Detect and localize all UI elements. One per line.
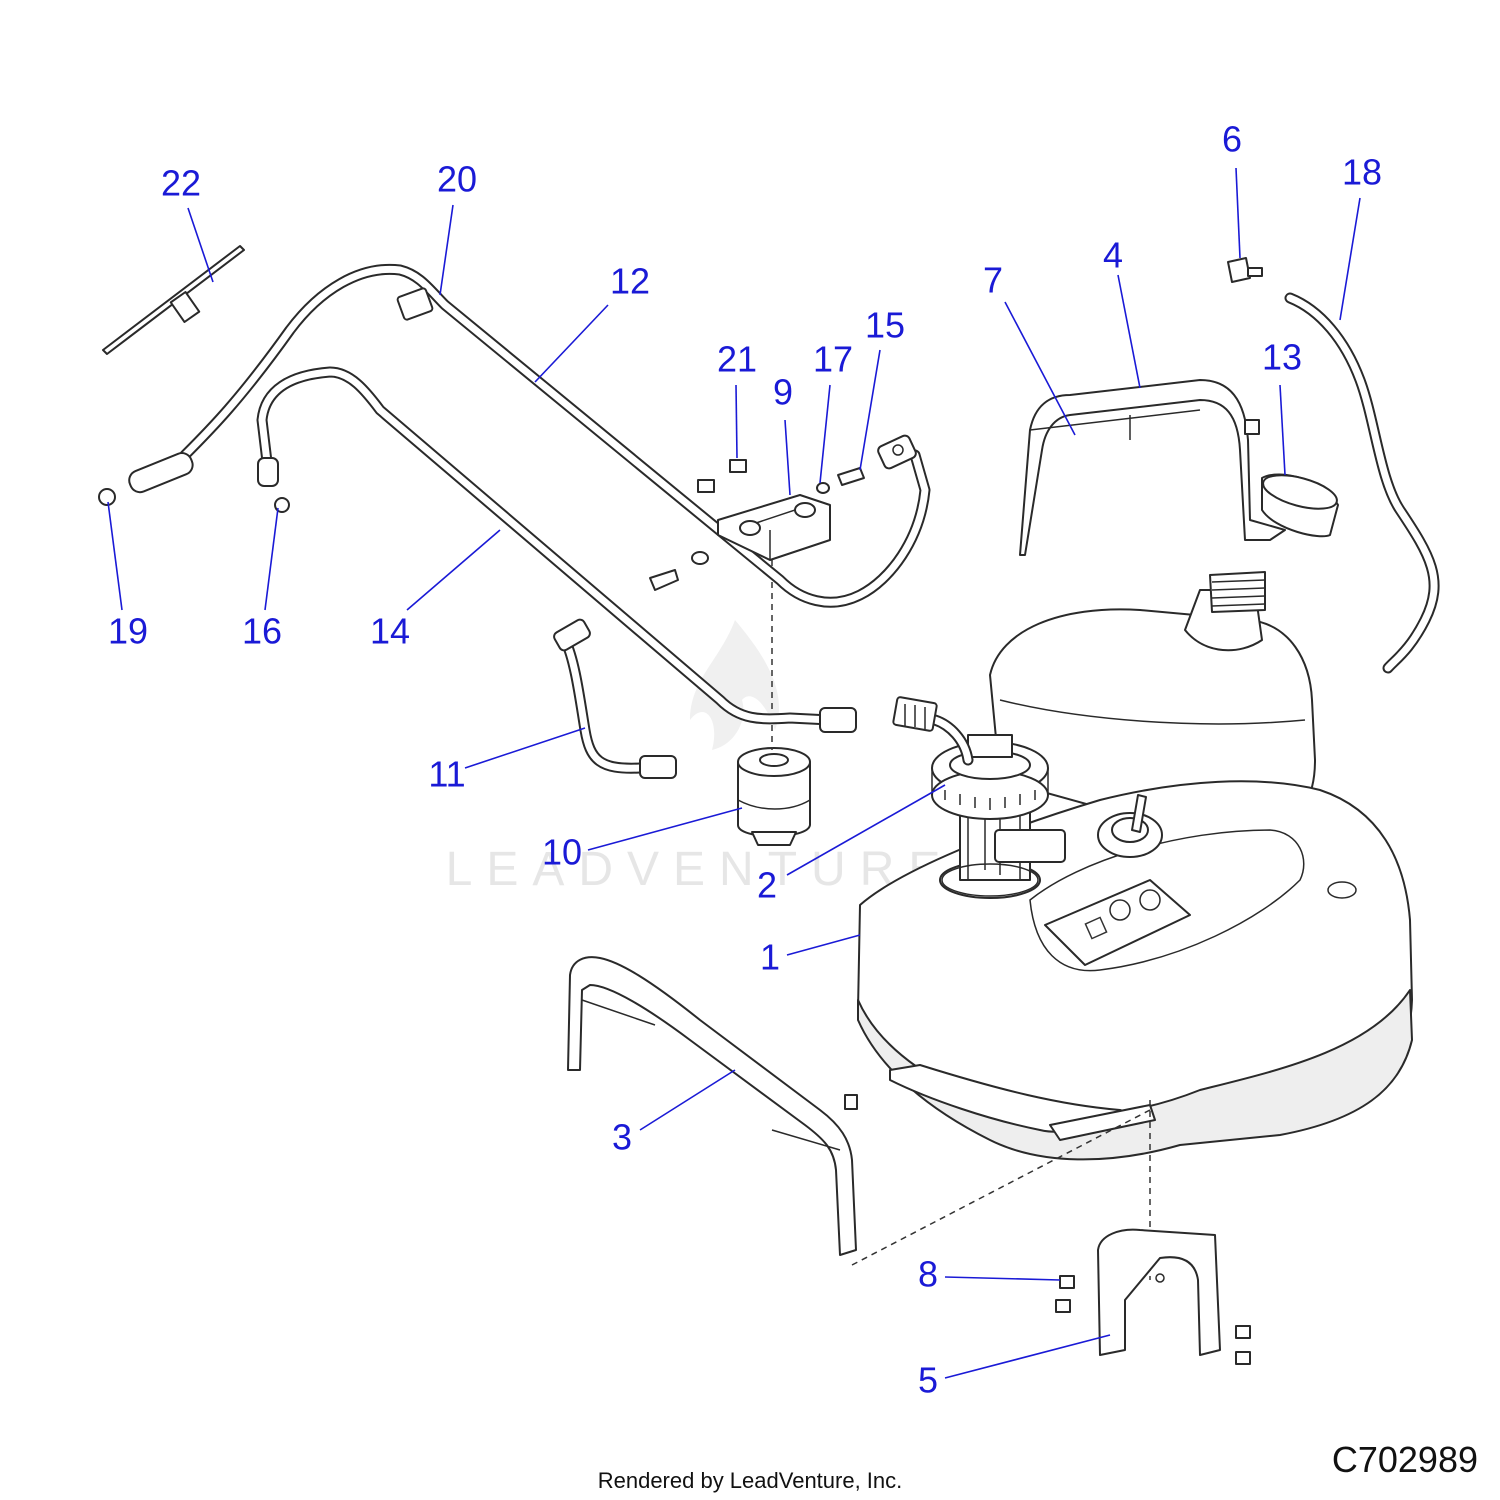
fuel-hose-11: [553, 618, 677, 779]
callout-8: 8: [918, 1254, 938, 1295]
callout-11: 11: [428, 754, 465, 795]
callout-13: 13: [1262, 337, 1302, 378]
callouts: 1 2 3 4 5 6 7 8 9 10 11 12 13 14 15 16 1…: [108, 119, 1382, 1401]
callout-14: 14: [370, 611, 410, 652]
tank-strap-lower: [567, 956, 1151, 1266]
cable-tie-22: [102, 245, 245, 355]
callout-9: 9: [773, 372, 793, 413]
fuel-pump-module: [892, 696, 1066, 897]
hose-clamps: [98, 488, 290, 513]
drawing-code: C702989: [1332, 1439, 1478, 1480]
callout-6: 6: [1222, 119, 1242, 160]
mount-bracket-5: [1055, 1228, 1251, 1365]
callout-3: 3: [612, 1117, 632, 1158]
callout-17: 17: [813, 339, 853, 380]
callout-7: 7: [983, 260, 1003, 301]
callout-22: 22: [161, 163, 201, 204]
tank-strap-upper: [1019, 379, 1286, 556]
callout-20: 20: [437, 159, 477, 200]
callout-2: 2: [757, 865, 777, 906]
watermark: LEADVENTURE: [446, 620, 955, 896]
leader-lines: [107, 167, 1361, 1379]
callout-1: 1: [760, 937, 780, 978]
callout-21: 21: [717, 339, 757, 380]
callout-18: 18: [1342, 152, 1382, 193]
callout-10: 10: [542, 832, 582, 873]
vent-fitting-6: [1227, 257, 1263, 283]
callout-19: 19: [108, 611, 148, 652]
fuel-tank: [857, 571, 1413, 1280]
callout-4: 4: [1103, 235, 1123, 276]
callout-15: 15: [865, 305, 905, 346]
filter-bracket-9: [649, 459, 865, 591]
render-credit: Rendered by LeadVenture, Inc.: [598, 1468, 903, 1493]
fuel-line-12: [128, 263, 931, 608]
vent-hose-18: [1284, 292, 1440, 674]
fuel-line-14: [256, 366, 857, 733]
callout-5: 5: [918, 1360, 938, 1401]
vent-cap-13: [1261, 473, 1339, 538]
watermark-text: LEADVENTURE: [446, 843, 955, 896]
callout-16: 16: [242, 611, 282, 652]
fuel-filter: [737, 560, 811, 846]
callout-12: 12: [610, 261, 650, 302]
